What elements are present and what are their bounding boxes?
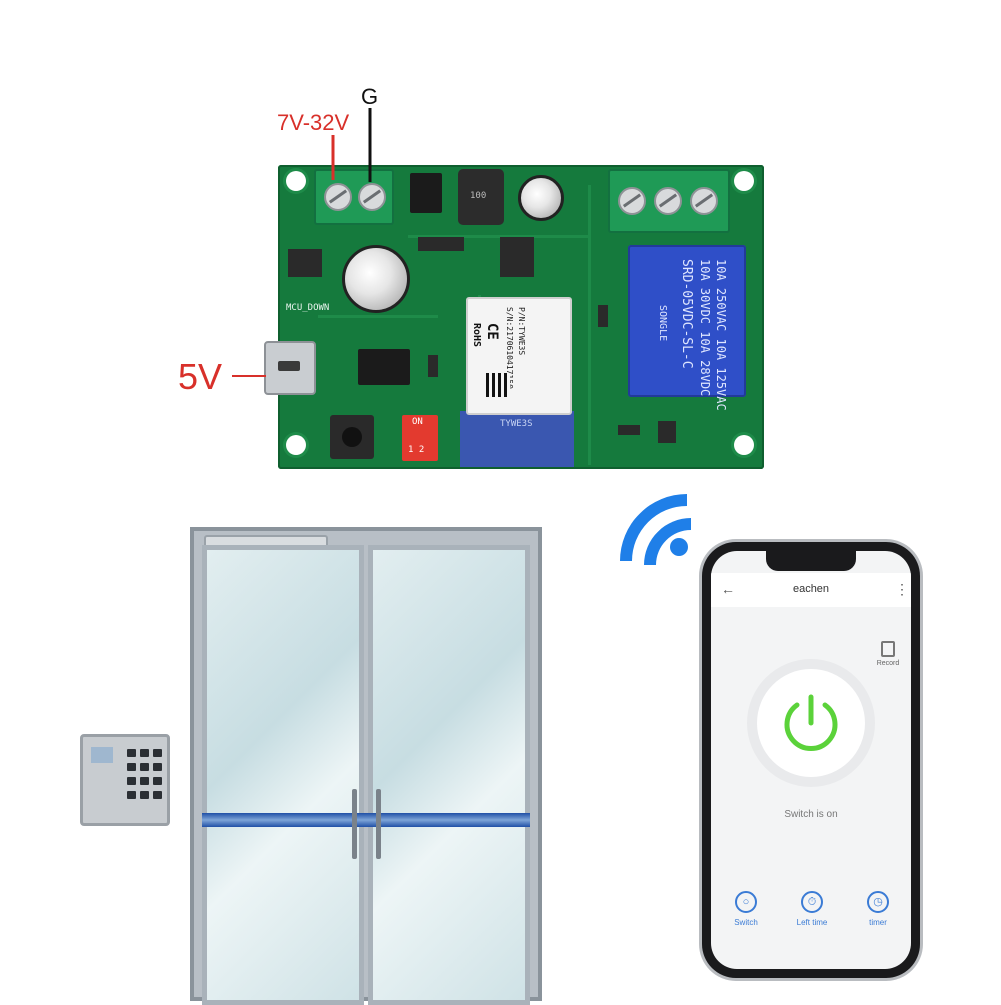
transistor [500,237,534,277]
tab-timer-label: timer [869,918,887,927]
dip-switch: ON 1 2 [402,415,438,461]
more-vertical-icon[interactable]: ⋮ [895,581,909,597]
dip-on-label: ON [412,417,423,427]
usb-voltage-label: 5V [178,356,223,397]
mounting-hole [286,171,306,191]
switch-status-text: Switch is on [784,809,838,820]
large-capacitor [342,245,410,313]
mounting-hole [734,435,754,455]
smartphone: ← eachen ⋮ Record Switch is on ○ Switch … [702,542,920,978]
micro-usb-port [264,341,316,395]
wifi-icon [592,466,782,656]
label-wires [232,108,372,377]
mcu-down-label: MCU_DOWN [286,303,330,313]
transistor [658,421,676,443]
access-keypad [80,734,170,826]
resistor [618,425,640,435]
phone-notch [766,551,856,571]
button-cap [342,427,362,447]
power-icon [784,694,838,751]
switch-icon: ○ [735,891,757,913]
regulator-chip [288,249,322,277]
songle-relay: 10A 250VAC 10A 125VAC 10A 30VDC 10A 28VD… [628,245,746,411]
usb-slot [278,361,300,371]
terminal-screw [654,187,682,215]
door-blue-band [202,813,530,827]
tywe3s-wifi-module: P/N:TYWE3S S/N:2170610417150 CE RoHS [466,297,572,415]
ch340-chip [358,349,410,385]
tab-left-time-label: Left time [796,918,828,927]
mounting-hole [734,171,754,191]
door-left-leaf [202,545,364,1005]
tab-switch[interactable]: ○ Switch [721,891,771,927]
record-label: Record [876,660,900,667]
resistor [428,355,438,377]
input-voltage-label: 7V-32V [277,110,350,135]
pcb-trace [408,235,588,238]
clock-icon: ◷ [867,891,889,913]
terminal-screw [324,183,352,211]
record-icon [881,641,895,657]
keypad-display [91,747,113,763]
antenna-label: TYWE3S [500,419,533,429]
power-terminal-block [314,169,394,225]
mounting-hole [286,435,306,455]
ic-chip [410,173,442,213]
inductor-label: 100 [470,191,487,201]
tab-left-time[interactable]: ⏱ Left time [787,891,837,927]
glass-door [190,527,542,1005]
door-right-leaf [368,545,530,1005]
tab-timer[interactable]: ◷ timer [853,891,903,927]
countdown-icon: ⏱ [801,891,823,913]
diode [418,237,464,251]
capacitor [518,175,564,221]
dip-numbers-label: 1 2 [408,445,425,455]
relay-pcb-board: 100 MCU_DOWN ON 1 2 TYWE3S P/N:TYWE3S S/… [264,165,764,469]
ground-label: G [361,84,379,109]
relay-terminal-block [608,169,730,233]
app-title: eachen [792,583,830,595]
app-header: ← eachen ⋮ [711,573,911,607]
record-button[interactable]: Record [871,641,905,667]
door-handle-left [352,789,357,859]
module-antenna: TYWE3S [460,411,574,467]
terminal-screw [618,187,646,215]
push-button [330,415,374,459]
qr-code-icon [486,373,510,397]
door-handle-right [376,789,381,859]
terminal-screw [690,187,718,215]
phone-screen: ← eachen ⋮ Record Switch is on ○ Switch … [711,551,911,969]
pcb-trace [318,315,438,318]
tab-switch-label: Switch [734,918,758,927]
resistor [598,305,608,327]
back-arrow-icon[interactable]: ← [721,581,735,597]
power-button[interactable] [757,669,865,777]
terminal-screw [358,183,386,211]
inductor: 100 [458,169,504,225]
pcb-trace [588,185,591,465]
